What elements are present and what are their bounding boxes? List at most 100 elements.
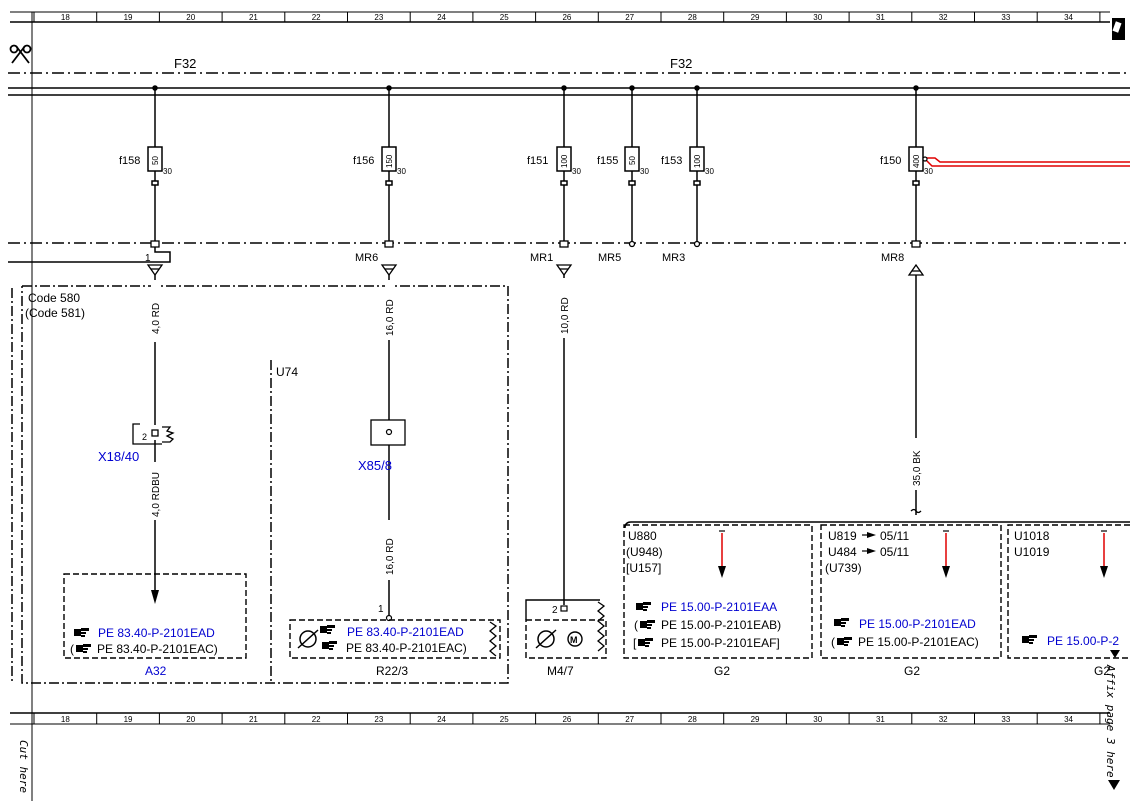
fuse-f153[interactable] [689, 85, 705, 243]
pin-number: 1 [378, 604, 384, 615]
fuse-rating: 100 [560, 154, 569, 168]
variant-label: (U948) [626, 545, 663, 559]
connector-x85-8[interactable] [370, 419, 406, 446]
ruler-column-number: 28 [688, 715, 697, 724]
component-a32[interactable]: PE 83.40-P-2101EAD ( PE 83.40-P-2101EAC) [63, 573, 247, 659]
doc-ref-link[interactable]: PE 15.00-P-2 [1047, 634, 1119, 648]
variant-label: U484 [828, 545, 857, 559]
fuse-f156[interactable] [381, 85, 397, 243]
wire-label: 35,0 BK [912, 450, 923, 486]
ruler-column-number: 18 [61, 715, 70, 724]
connector-label: MR3 [662, 252, 685, 264]
sensor-icon [297, 629, 319, 649]
pin-number: 2 [142, 432, 147, 442]
doc-ref-link[interactable]: PE 83.40-P-2101EAD [98, 626, 215, 640]
component-name-a32[interactable]: A32 [145, 664, 167, 678]
fuse-terminal: 30 [397, 167, 406, 176]
component-name-r22-3: R22/3 [376, 664, 408, 678]
ruler-column-number: 26 [562, 715, 571, 724]
fuse-terminal: 30 [163, 167, 172, 176]
wire-label: 4,0 RD [151, 303, 162, 334]
doc-ref-link[interactable]: PE 83.40-P-2101EAD [347, 625, 464, 639]
connector-label: MR8 [881, 252, 904, 264]
component-m4-7[interactable]: M [525, 599, 607, 659]
connector-label: MR6 [355, 252, 378, 264]
ruler-column-number: 19 [124, 715, 133, 724]
ruler-column-number: 24 [437, 715, 446, 724]
ruler-column-number: 20 [186, 13, 195, 22]
ruler-column-number: 29 [751, 715, 760, 724]
doc-ref-text: PE 83.40-P-2101EAC) [97, 642, 218, 656]
code-label: Code 580 [28, 291, 80, 305]
wire-label: 10,0 RD [560, 297, 571, 334]
variant-label: U819 [828, 529, 857, 543]
scissors-icon [9, 44, 32, 64]
ruler-column-number: 29 [751, 13, 760, 22]
fuse-f151[interactable] [556, 85, 572, 243]
affix-page-label: Affix page 3 here [1104, 664, 1117, 778]
fuse-id: f151 [527, 155, 548, 167]
fuse-f158[interactable] [147, 85, 163, 243]
ruler-column-number: 30 [813, 13, 822, 22]
fuse-id: f155 [597, 155, 618, 167]
ruler-column-number: 25 [500, 715, 509, 724]
ruler-column-number: 21 [249, 13, 258, 22]
component-g2-c[interactable]: U1018 U1019 PE 15.00-P-2 [1007, 524, 1130, 659]
connector-label: MR1 [530, 252, 553, 264]
component-name-g2: G2 [714, 664, 730, 678]
ruler-column-number: 20 [186, 715, 195, 724]
ruler-column-number: 32 [939, 715, 948, 724]
ruler-column-number: 32 [939, 13, 948, 22]
wire-label: 16,0 RD [385, 538, 396, 575]
ruler-column-number: 24 [437, 13, 446, 22]
fuse-terminal: 30 [572, 167, 581, 176]
bus-label-right: F32 [670, 56, 692, 71]
fuse-id: f156 [353, 155, 374, 167]
connector-x18-40[interactable] [132, 423, 175, 445]
doc-ref-text: PE 83.40-P-2101EAC) [346, 641, 467, 655]
fuse-id: f158 [119, 155, 140, 167]
doc-ref-link[interactable]: PE 15.00-P-2101EAA [661, 600, 777, 614]
component-name-g2: G2 [904, 664, 920, 678]
ruler-column-number: 19 [124, 13, 133, 22]
ruler-column-number: 22 [312, 715, 321, 724]
ruler-column-number: 33 [1001, 715, 1010, 724]
ruler-column-number: 22 [312, 13, 321, 22]
fuse-f155[interactable] [624, 85, 640, 243]
connector-label: 1 [145, 253, 151, 264]
ruler-column-number: 27 [625, 13, 634, 22]
component-link-x85-8[interactable]: X85/8 [358, 458, 392, 473]
ruler-column-number: 23 [374, 13, 383, 22]
fuse-id: f153 [661, 155, 682, 167]
variant-label: [U157] [626, 561, 661, 575]
component-r22-3[interactable]: PE 83.40-P-2101EAD PE 83.40-P-2101EAC) [289, 619, 501, 659]
doc-ref-text: ( [831, 635, 835, 649]
doc-ref-link[interactable]: PE 15.00-P-2101EAD [859, 617, 976, 631]
ruler-column-number: 18 [61, 13, 70, 22]
doc-ref-text: ( [70, 642, 74, 656]
ruler-column-number: 33 [1001, 13, 1010, 22]
eraser-icon [1112, 18, 1125, 40]
variant-label: (U739) [825, 561, 862, 575]
doc-ref-text: PE 15.00-P-2101EAB) [661, 618, 781, 632]
code-580-region [11, 285, 509, 684]
ruler-column-number: 28 [688, 13, 697, 22]
motor-icon: M [567, 631, 583, 647]
variant-label: U880 [628, 529, 657, 543]
ruler-column-number: 34 [1064, 715, 1073, 724]
component-link-x18-40[interactable]: X18/40 [98, 449, 139, 464]
doc-ref-text: ( [634, 618, 638, 632]
component-g2-a[interactable]: U880 (U948) [U157] PE 15.00-P-2101EAA ( … [623, 524, 813, 659]
ruler-column-number: 27 [625, 715, 634, 724]
fuse-rating: 50 [628, 156, 637, 165]
variant-label: 05/11 [880, 545, 909, 559]
ruler-column-number: 26 [562, 13, 571, 22]
sensor-icon [535, 629, 557, 649]
ruler-column-number: 30 [813, 715, 822, 724]
fuse-id: f150 [880, 155, 901, 167]
wire-label: 16,0 RD [385, 299, 396, 336]
component-g2-b[interactable]: U819 05/11 U484 05/11 (U739) PE 15.00-P-… [820, 524, 1002, 659]
pin-number: 2 [552, 605, 558, 616]
